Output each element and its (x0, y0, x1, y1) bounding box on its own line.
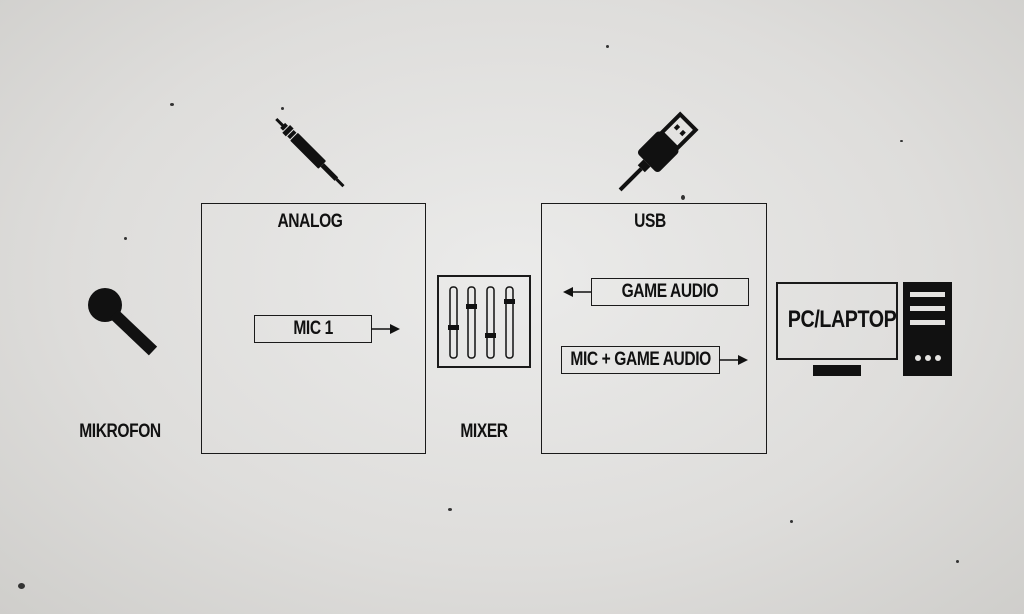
mic1-signal: MIC 1 (254, 315, 372, 343)
paper-speck (124, 237, 127, 240)
mixer-label: MIXER (460, 421, 508, 442)
game-audio-signal: GAME AUDIO (591, 278, 749, 306)
usb-title: USB (634, 211, 666, 232)
paper-speck (170, 103, 174, 106)
mic-game-audio-arrow (719, 355, 748, 365)
mic-game-audio-signal-label: MIC + GAME AUDIO (570, 349, 711, 370)
usb-section (541, 203, 767, 454)
mixer-device (437, 275, 531, 368)
mixer-faders-icon (448, 286, 515, 359)
monitor-icon (776, 282, 898, 360)
paper-speck (900, 140, 903, 142)
paper-speck (18, 583, 25, 589)
paper-speck (956, 560, 959, 563)
monitor-stand (813, 365, 861, 376)
pc-label: PC/LAPTOP (787, 306, 897, 333)
microphone-icon (88, 288, 158, 356)
paper-speck (281, 107, 284, 110)
audio-jack-icon (275, 117, 345, 188)
analog-section (201, 203, 426, 454)
analog-title: ANALOG (277, 211, 343, 232)
paper-speck (681, 195, 685, 200)
game-audio-signal-label: GAME AUDIO (621, 281, 719, 302)
mic1-arrow (371, 324, 400, 334)
paper-speck (448, 508, 452, 511)
usb-plug-icon (618, 111, 699, 192)
pc-tower-icon (903, 282, 952, 376)
mic1-signal-label: MIC 1 (293, 318, 333, 339)
paper-speck (790, 520, 793, 523)
mic-game-audio-signal: MIC + GAME AUDIO (561, 346, 720, 374)
paper-speck (606, 45, 609, 48)
microphone-label: MIKROFON (79, 421, 161, 442)
game-audio-arrow (563, 287, 592, 297)
